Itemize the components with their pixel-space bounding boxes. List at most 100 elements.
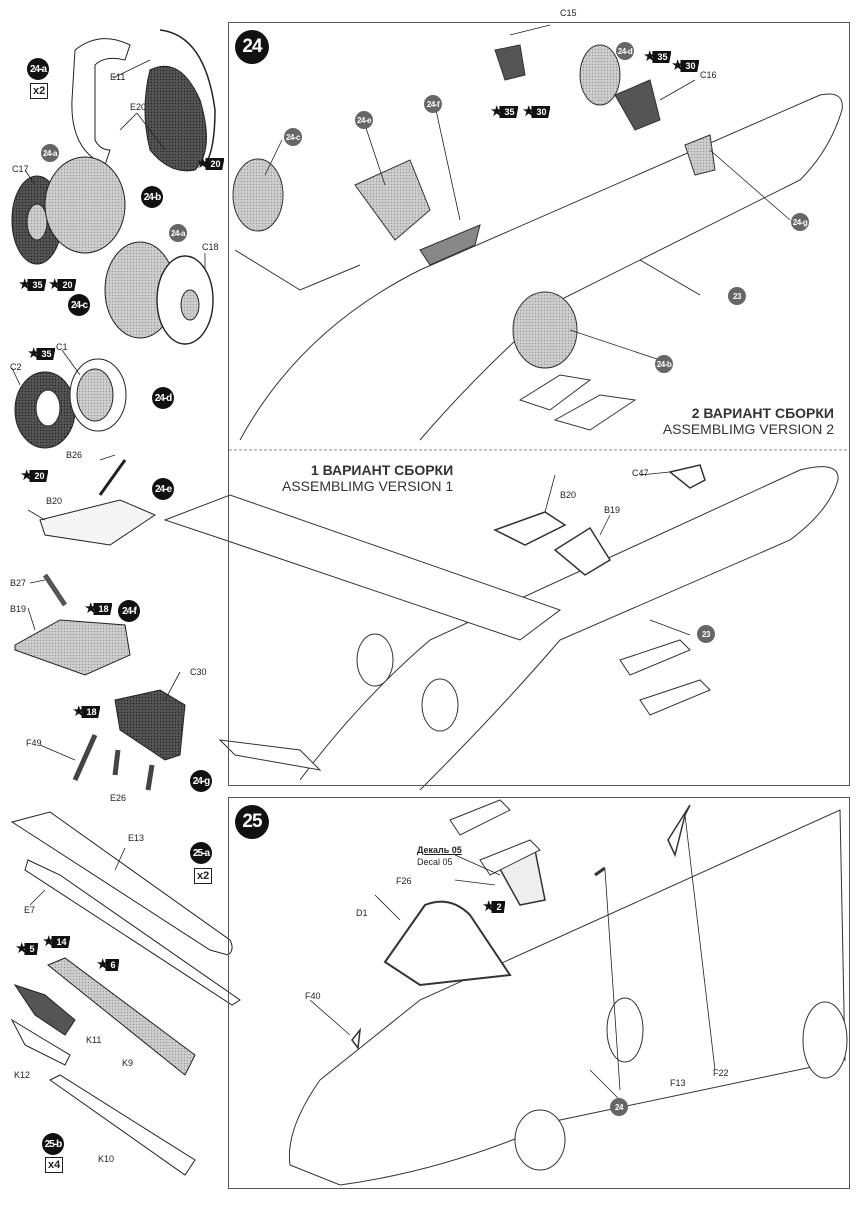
star-icon: ★ (96, 956, 110, 973)
part-label: K10 (98, 1154, 115, 1164)
paint-callout: ★35 (643, 48, 672, 65)
bay-door-b20 (39, 499, 157, 546)
qty-25b: x4 (45, 1157, 64, 1173)
paint-callout: ★6 (96, 956, 120, 973)
engine-nozzle-right (421, 678, 459, 732)
antenna-f13 (594, 866, 606, 877)
door-24g (684, 134, 716, 176)
part-label: C30 (190, 667, 207, 677)
tail-v1 (218, 739, 322, 771)
sub-badge-25a: 25-a (190, 842, 212, 864)
part-label: E7 (24, 905, 36, 915)
pod-e13 (10, 811, 233, 956)
wheel-24c-installed (232, 158, 284, 232)
paint-callout: ★20 (196, 155, 225, 172)
qty-25a: x2 (194, 868, 213, 884)
main-wheel-25 (802, 1001, 848, 1079)
paint-callout: ★30 (671, 58, 700, 73)
paint-callout: ★5 (15, 940, 39, 957)
star-icon: ★ (20, 467, 34, 484)
paint-callout: ★18 (72, 703, 101, 720)
sub-badge-24a: 24-a (27, 58, 49, 80)
ref-badge: 24-f (424, 95, 442, 113)
nose-strut-c15 (494, 44, 526, 81)
part-label: K9 (122, 1058, 134, 1068)
nose-strut-c16 (614, 79, 661, 131)
pod-e7 (24, 859, 241, 1006)
sub-badge-25b: 25-b (42, 1133, 64, 1155)
tire-e20 (144, 65, 207, 172)
version-1-title: 1 ВАРИАНТ СБОРКИ ASSEMBLIMG VERSION 1 (282, 462, 453, 494)
version-2-title-ru: 2 ВАРИАНТ СБОРКИ (691, 405, 834, 421)
part-label: C16 (700, 70, 717, 80)
panel-b19-v1 (553, 526, 612, 576)
part-label: C47 (632, 468, 649, 478)
sub-badge-24c: 24-c (68, 294, 90, 316)
shroud-k12 (10, 1018, 71, 1066)
part-label: C17 (12, 164, 29, 174)
star-icon: ★ (72, 703, 86, 720)
part-label: F40 (305, 991, 321, 1001)
version-1-title-ru: 1 ВАРИАНТ СБОРКИ (310, 462, 454, 478)
paint-callout: ★18 (84, 600, 113, 617)
nose-wheel-25 (514, 1109, 566, 1171)
paint-callout: ★35 (18, 276, 47, 293)
rod-f49 (72, 733, 98, 782)
part-label: B27 (10, 578, 27, 588)
tube-k9 (47, 957, 196, 1076)
main-wheel-v2 (512, 291, 578, 369)
part-label: C1 (56, 342, 68, 352)
star-icon: ★ (15, 940, 29, 957)
door-24f (419, 224, 481, 266)
ref-badge: 23 (697, 625, 715, 643)
part-label: E13 (128, 833, 145, 843)
part-label: F22 (713, 1068, 729, 1078)
part-label: C15 (560, 8, 577, 18)
part-label: B19 (10, 604, 27, 614)
part-label: C2 (10, 362, 22, 372)
ref-badge: 24 (610, 1098, 628, 1116)
star-icon: ★ (482, 898, 496, 915)
part-label: B20 (560, 490, 577, 500)
star-icon: ★ (18, 276, 32, 293)
sub-badge-24d: 24-d (152, 387, 174, 409)
engine-intake-25 (606, 997, 644, 1063)
sub-badge-24e: 24-e (152, 478, 174, 500)
decal-label-ru: Декаль 05 (417, 845, 462, 855)
paint-callout: ★20 (48, 277, 77, 292)
wing-v1 (163, 494, 562, 641)
panel-c47-v1 (668, 464, 706, 489)
part-label: K11 (86, 1035, 102, 1045)
part-label: E20 (130, 102, 147, 112)
part-label: E11 (110, 72, 126, 82)
step-25-panel (228, 797, 850, 1189)
star-icon: ★ (84, 600, 98, 617)
antenna-f40 (351, 1027, 362, 1050)
ref-badge: 24-c (284, 128, 302, 146)
ref-badge: 24-e (355, 111, 373, 129)
part-label: B26 (66, 450, 83, 460)
star-icon: ★ (643, 48, 657, 65)
wheel-24b (44, 156, 126, 254)
bay-door-b19 (14, 619, 131, 676)
ref-badge: 23 (728, 287, 746, 305)
fairing-c30 (114, 689, 186, 761)
part-label: F26 (396, 876, 412, 886)
star-icon: ★ (27, 345, 41, 362)
ref-badge: 24-g (791, 213, 809, 231)
star-icon: ★ (522, 103, 536, 120)
engine-nozzle-left (356, 633, 394, 687)
strut-b26 (98, 459, 127, 496)
part-label: D1 (356, 908, 368, 918)
part-label: E26 (110, 793, 127, 803)
ref-badge: 24-d (616, 42, 634, 60)
decal-label-en: Decal 05 (417, 857, 453, 867)
canopy-d1 (383, 900, 512, 987)
panel-b20-v1 (493, 511, 567, 546)
sub-badge-24b: 24-b (141, 186, 163, 208)
part-label: K12 (14, 1070, 31, 1080)
step-25-badge: 25 (235, 805, 269, 839)
star-icon: ★ (196, 155, 210, 172)
ref-badge: 24-b (655, 355, 673, 373)
paint-callout: ★35 (490, 104, 519, 119)
